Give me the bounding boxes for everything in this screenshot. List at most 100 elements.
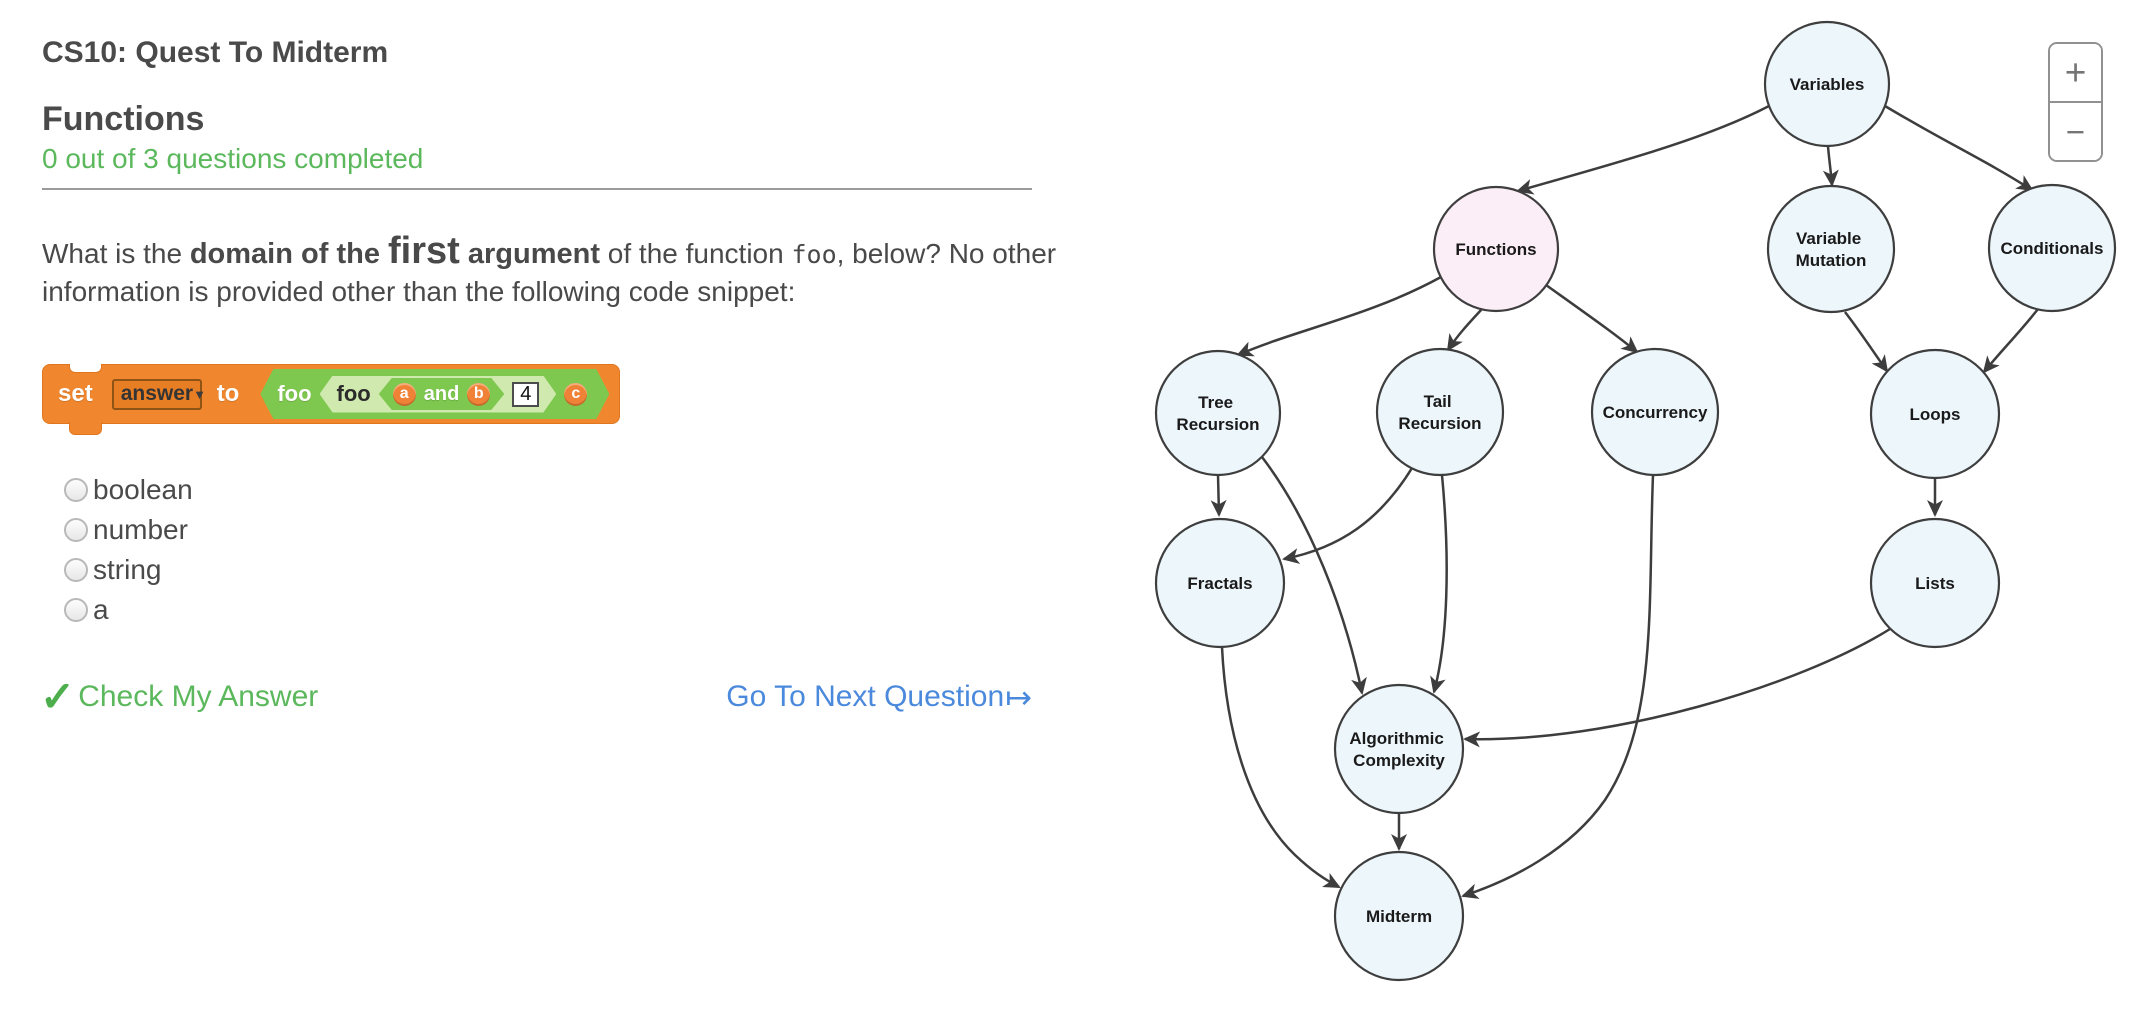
node-tree-recursion[interactable]: Tree Recursion <box>1154 349 1282 477</box>
snap-arg-b: b <box>467 383 490 406</box>
node-variable-mutation-label-line1: Variable <box>1796 229 1861 248</box>
node-concurrency[interactable]: Concurrency <box>1590 347 1720 477</box>
node-algorithmic-complexity-circle[interactable] <box>1333 683 1465 815</box>
radio-boolean[interactable] <box>64 478 88 502</box>
svg-text:Tail Recursion: Tail Recursion <box>1398 392 1481 433</box>
question-emphasis: first <box>388 230 460 272</box>
option-row-number[interactable]: number <box>64 514 188 546</box>
question-intro: What is the <box>42 238 190 269</box>
node-lists[interactable]: Lists <box>1869 517 2001 649</box>
checkmark-icon: ✓ <box>40 673 76 720</box>
node-concurrency-circle[interactable] <box>1590 347 1720 477</box>
graph-zoom-control: + − <box>2048 42 2103 162</box>
edge-variables-variable-mutation <box>1822 145 1839 187</box>
zoom-in-button[interactable]: + <box>2050 44 2101 101</box>
option-row-boolean[interactable]: boolean <box>64 474 193 506</box>
node-conditionals-circle[interactable] <box>1987 183 2117 313</box>
option-label-string[interactable]: string <box>93 554 162 585</box>
snap-and-keyword: and <box>423 382 460 405</box>
edge-conditionals-loops <box>1982 308 2039 374</box>
next-question-link[interactable]: Go To Next Question ↦ <box>726 678 1032 716</box>
edge-tree-recursion-algorithmic-complexity <box>1261 456 1367 695</box>
snap-outer-call-label: foo <box>277 381 312 406</box>
node-fractals-label: Fractals <box>1187 574 1252 593</box>
snap-outer-predicate: foo foo a and b 4 c <box>260 369 609 419</box>
option-label-number[interactable]: number <box>93 514 188 545</box>
svg-text:Tree Recursion: Tree Recursion <box>1176 393 1259 434</box>
snap-and-predicate: a and b <box>379 378 505 410</box>
maps-to-arrow-icon: ↦ <box>1005 679 1032 715</box>
edge-variables-conditionals <box>1884 104 2034 192</box>
radio-a[interactable] <box>64 598 88 622</box>
option-row-string[interactable]: string <box>64 554 161 586</box>
edge-tail-recursion-algorithmic-complexity <box>1430 474 1448 694</box>
node-tree-recursion-circle[interactable] <box>1154 349 1282 477</box>
snap-arg-a: a <box>393 383 416 406</box>
snap-bottom-bump <box>69 422 102 435</box>
check-answer-label: Check My Answer <box>78 679 319 713</box>
dropdown-arrow-icon: ▼ <box>193 386 206 402</box>
node-functions-circle[interactable] <box>1432 185 1560 313</box>
node-midterm-circle[interactable] <box>1333 850 1465 982</box>
node-variables-label: Variables <box>1790 75 1865 94</box>
question-bold-1: domain of the <box>189 238 389 270</box>
snap-variable-dropdown[interactable]: answer ▼ <box>111 378 206 410</box>
node-loops[interactable]: Loops <box>1869 348 2001 480</box>
question-text: What is the domain of the first argument… <box>42 230 1077 310</box>
snap-inner-predicate: foo a and b 4 <box>320 376 557 413</box>
node-algorithmic-complexity-label-line2: Complexity <box>1353 751 1445 770</box>
question-rest: , below? No other information is provide… <box>42 238 1057 307</box>
node-conditionals-label: Conditionals <box>2001 239 2104 258</box>
section-title: Functions <box>42 100 205 138</box>
node-tail-recursion[interactable]: Tail Recursion <box>1375 347 1505 477</box>
node-loops-circle[interactable] <box>1869 348 2001 480</box>
node-loops-label: Loops <box>1910 405 1961 424</box>
edge-variable-mutation-loops <box>1844 311 1889 373</box>
node-midterm-label: Midterm <box>1366 907 1432 926</box>
page-title: CS10: Quest To Midterm <box>42 36 389 69</box>
node-tail-recursion-label-line2: Recursion <box>1398 414 1481 433</box>
snap-set-keyword: set <box>58 380 93 407</box>
radio-string[interactable] <box>64 558 88 582</box>
progress-status: 0 out of 3 questions completed <box>42 143 424 174</box>
node-midterm[interactable]: Midterm <box>1333 850 1465 982</box>
node-functions[interactable]: Functions <box>1432 185 1560 313</box>
node-concurrency-label: Concurrency <box>1603 403 1708 422</box>
question-bold-2: argument <box>459 238 600 270</box>
node-lists-label: Lists <box>1915 574 1955 593</box>
node-lists-circle[interactable] <box>1869 517 2001 649</box>
option-label-a[interactable]: a <box>93 594 109 625</box>
snap-literal-input: 4 <box>512 382 539 407</box>
next-question-label: Go To Next Question <box>726 680 1005 713</box>
node-tree-recursion-label-line2: Recursion <box>1176 415 1259 434</box>
node-variables-circle[interactable] <box>1763 20 1891 148</box>
node-conditionals[interactable]: Conditionals <box>1987 183 2117 313</box>
topic-dependency-graph: Variables Functions Variable Mutation Co… <box>1154 20 2117 982</box>
node-variable-mutation-circle[interactable] <box>1766 184 1896 314</box>
radio-number[interactable] <box>64 518 88 542</box>
node-algorithmic-complexity[interactable]: Algorithmic Complexity <box>1333 683 1465 815</box>
option-row-a[interactable]: a <box>64 594 109 626</box>
edge-fractals-midterm <box>1220 646 1341 889</box>
snap-arg-c: c <box>564 383 587 406</box>
edge-concurrency-midterm <box>1461 474 1655 899</box>
zoom-out-button[interactable]: − <box>2050 101 2101 160</box>
question-code: foo <box>791 240 837 269</box>
node-tail-recursion-label-line1: Tail <box>1424 392 1452 411</box>
node-variables[interactable]: Variables <box>1763 20 1891 148</box>
node-tail-recursion-circle[interactable] <box>1375 347 1505 477</box>
snap-inner-call-label: foo <box>336 381 371 406</box>
snap-variable-name: answer <box>120 382 194 405</box>
svg-text:Variable Mutation: Variable Mutation <box>1796 229 1867 270</box>
node-functions-label: Functions <box>1455 240 1536 259</box>
edge-functions-tree-recursion <box>1236 275 1442 357</box>
node-fractals-circle[interactable] <box>1154 517 1286 649</box>
node-fractals[interactable]: Fractals <box>1154 517 1286 649</box>
check-answer-button[interactable]: ✓ Check My Answer <box>40 672 318 721</box>
edge-functions-concurrency <box>1545 283 1639 354</box>
node-variable-mutation[interactable]: Variable Mutation <box>1766 184 1896 314</box>
option-label-boolean[interactable]: boolean <box>93 474 193 505</box>
node-tree-recursion-label-line1: Tree <box>1198 393 1233 412</box>
edge-tree-recursion-fractals <box>1210 474 1227 517</box>
node-algorithmic-complexity-label-line1: Algorithmic <box>1349 729 1443 748</box>
